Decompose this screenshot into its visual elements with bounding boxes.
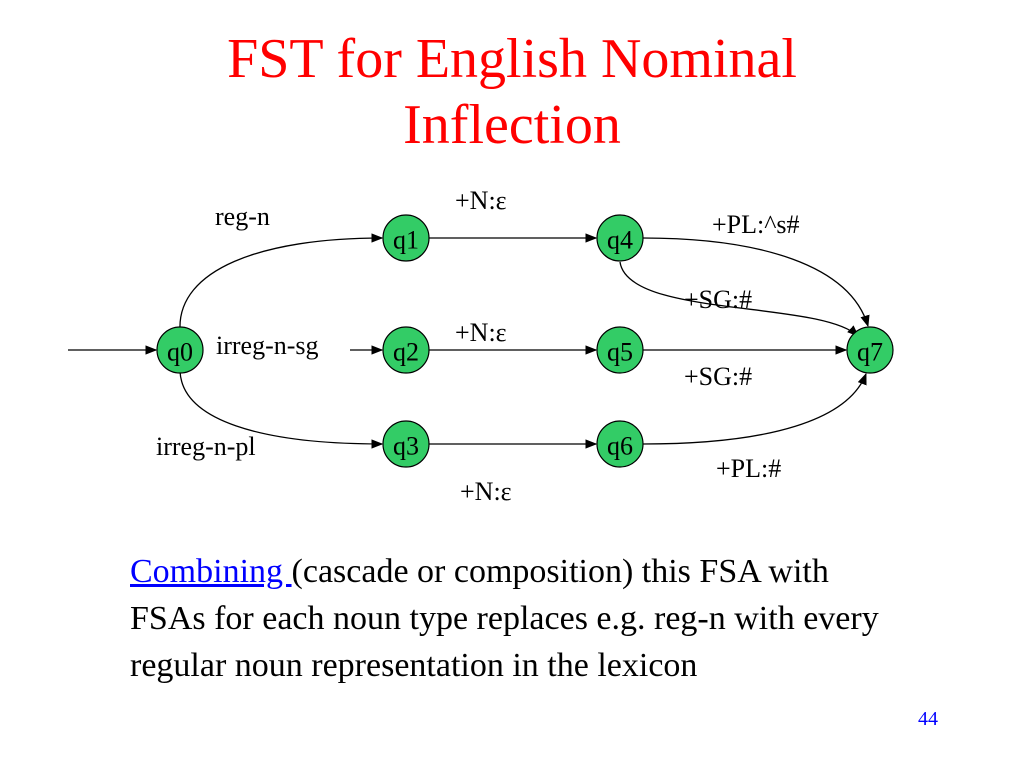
label-irreg-n-pl: irreg-n-pl	[156, 432, 256, 461]
combining-link[interactable]: Combining	[130, 553, 292, 590]
state-q5: q5	[596, 326, 644, 374]
state-q6-label: q6	[607, 432, 633, 461]
slide-title: FST for English Nominal Inflection	[0, 26, 1024, 158]
page-number: 44	[918, 708, 938, 730]
label-q4-q7-sg: +SG:#	[684, 285, 752, 314]
state-q7-label: q7	[857, 338, 883, 367]
edge-q6-q7	[642, 372, 867, 445]
edge-q4-q7-sg	[619, 261, 859, 337]
slide-title-line-2: Inflection	[403, 94, 621, 156]
state-q5-label: q5	[607, 338, 633, 367]
state-q0: q0	[156, 326, 204, 374]
state-q1: q1	[382, 214, 430, 262]
state-q4-label: q4	[607, 226, 633, 255]
label-q5-q7: +SG:#	[684, 362, 752, 391]
body-text: (cascade or composition) this FSA with F…	[130, 553, 879, 684]
edge-q4-q7-pl	[642, 237, 870, 328]
state-q2-label: q2	[393, 338, 419, 367]
slide-title-line-1: FST for English Nominal	[227, 28, 797, 90]
state-q6: q6	[596, 420, 644, 468]
label-q1-q4: +N:ε	[455, 186, 507, 215]
state-q7: q7	[846, 326, 894, 374]
label-reg-n: reg-n	[215, 202, 270, 231]
edge-q0-q3	[179, 370, 384, 449]
label-q3-q6: +N:ε	[460, 477, 512, 506]
label-q4-q7-pl: +PL:^s#	[712, 210, 800, 239]
state-q1-label: q1	[393, 226, 419, 255]
state-q0-label: q0	[167, 338, 193, 367]
label-irreg-n-sg: irreg-n-sg	[216, 331, 319, 360]
state-q3-label: q3	[393, 432, 419, 461]
state-q2: q2	[382, 326, 430, 374]
body-paragraph: Combining (cascade or composition) this …	[130, 548, 890, 689]
edge-q0-q1	[179, 233, 384, 330]
state-q4: q4	[596, 214, 644, 262]
state-q3: q3	[382, 420, 430, 468]
label-q2-q5: +N:ε	[455, 318, 507, 347]
label-q6-q7: +PL:#	[716, 454, 781, 483]
